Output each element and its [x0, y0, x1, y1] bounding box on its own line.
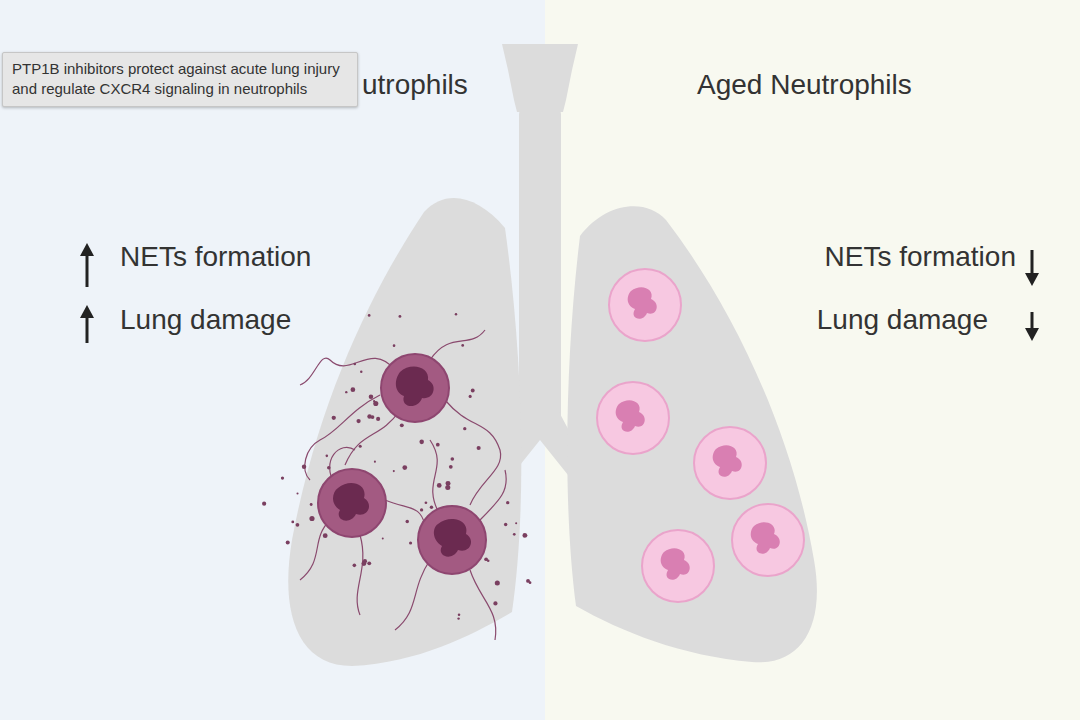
net-dot [359, 445, 362, 448]
net-dot [323, 533, 328, 538]
net-dot [513, 533, 516, 536]
net-dot [393, 344, 396, 347]
net-dot [327, 466, 331, 470]
net-dot [529, 581, 532, 584]
net-dot [345, 391, 347, 393]
net-dot [455, 313, 457, 315]
net-dot [471, 389, 475, 393]
net-dot [354, 363, 357, 366]
net-dot [332, 416, 336, 420]
net-dot [525, 534, 527, 536]
net-dot [469, 395, 472, 398]
net-dot [262, 502, 266, 506]
net-dot [457, 617, 459, 619]
effect-label: NETs formation [120, 240, 311, 274]
net-dot [356, 419, 360, 423]
net-dot [326, 455, 329, 458]
net-dot [504, 523, 507, 526]
net-dot [449, 465, 453, 469]
net-dot [451, 457, 455, 461]
net-dot [371, 415, 375, 419]
net-dot [398, 315, 401, 318]
net-dot [351, 387, 356, 392]
net-dot [409, 541, 412, 544]
net-dots [262, 313, 531, 620]
effect-label: NETs formation [825, 240, 1016, 274]
net-dot [402, 465, 407, 470]
net-dot [353, 564, 357, 568]
net-dot [374, 461, 376, 463]
active-neutrophils [318, 354, 486, 574]
net-dot [495, 580, 500, 585]
net-dot [296, 492, 298, 494]
effect-label: Lung damage [120, 303, 291, 337]
trachea [519, 108, 561, 426]
net-dot [291, 521, 294, 524]
net-dot [310, 503, 313, 506]
net-dot [368, 314, 371, 317]
net-dot [461, 344, 464, 347]
net-dot [436, 443, 440, 447]
net-dot [367, 561, 371, 565]
net-dot [506, 501, 509, 504]
net-dot [309, 516, 314, 521]
net-dot [446, 481, 451, 486]
left-ground [0, 0, 545, 720]
tooltip-text: PTP1B inhibitors protect against acute l… [12, 59, 348, 100]
net-dot [281, 476, 284, 479]
right-lung [567, 206, 817, 662]
tooltip-box: PTP1B inhibitors protect against acute l… [2, 52, 358, 107]
net-dot [400, 423, 404, 427]
net-dot [522, 533, 527, 538]
net-dot [425, 501, 428, 504]
effect-label: Lung damage [817, 303, 988, 337]
net-dot [296, 523, 300, 527]
panel-heading: utrophils [362, 68, 468, 102]
net-dot [430, 505, 433, 508]
net-dot [493, 601, 497, 605]
net-dot [382, 538, 384, 540]
net-dot [515, 522, 517, 524]
net-dot [487, 559, 490, 562]
net-dot [437, 483, 442, 488]
net-dot [369, 394, 374, 399]
aged-neutrophils [597, 269, 804, 602]
lungs [288, 44, 817, 666]
net-dot [419, 440, 424, 445]
net-dot [420, 508, 423, 511]
net-strands [300, 330, 506, 640]
panel-heading: Aged Neutrophils [697, 68, 912, 102]
larynx [502, 44, 578, 112]
left-lung [288, 198, 521, 666]
net-dot [286, 540, 290, 544]
net-dot [376, 417, 380, 421]
right-ground [545, 0, 1080, 720]
net-dot [405, 520, 408, 523]
net-dot [373, 401, 378, 406]
net-dot [463, 427, 466, 430]
net-dot [477, 446, 481, 450]
net-dot [302, 465, 306, 469]
net-dot [458, 613, 461, 616]
net-dot [361, 561, 366, 566]
net-dot [360, 370, 362, 372]
net-dot [393, 470, 395, 472]
